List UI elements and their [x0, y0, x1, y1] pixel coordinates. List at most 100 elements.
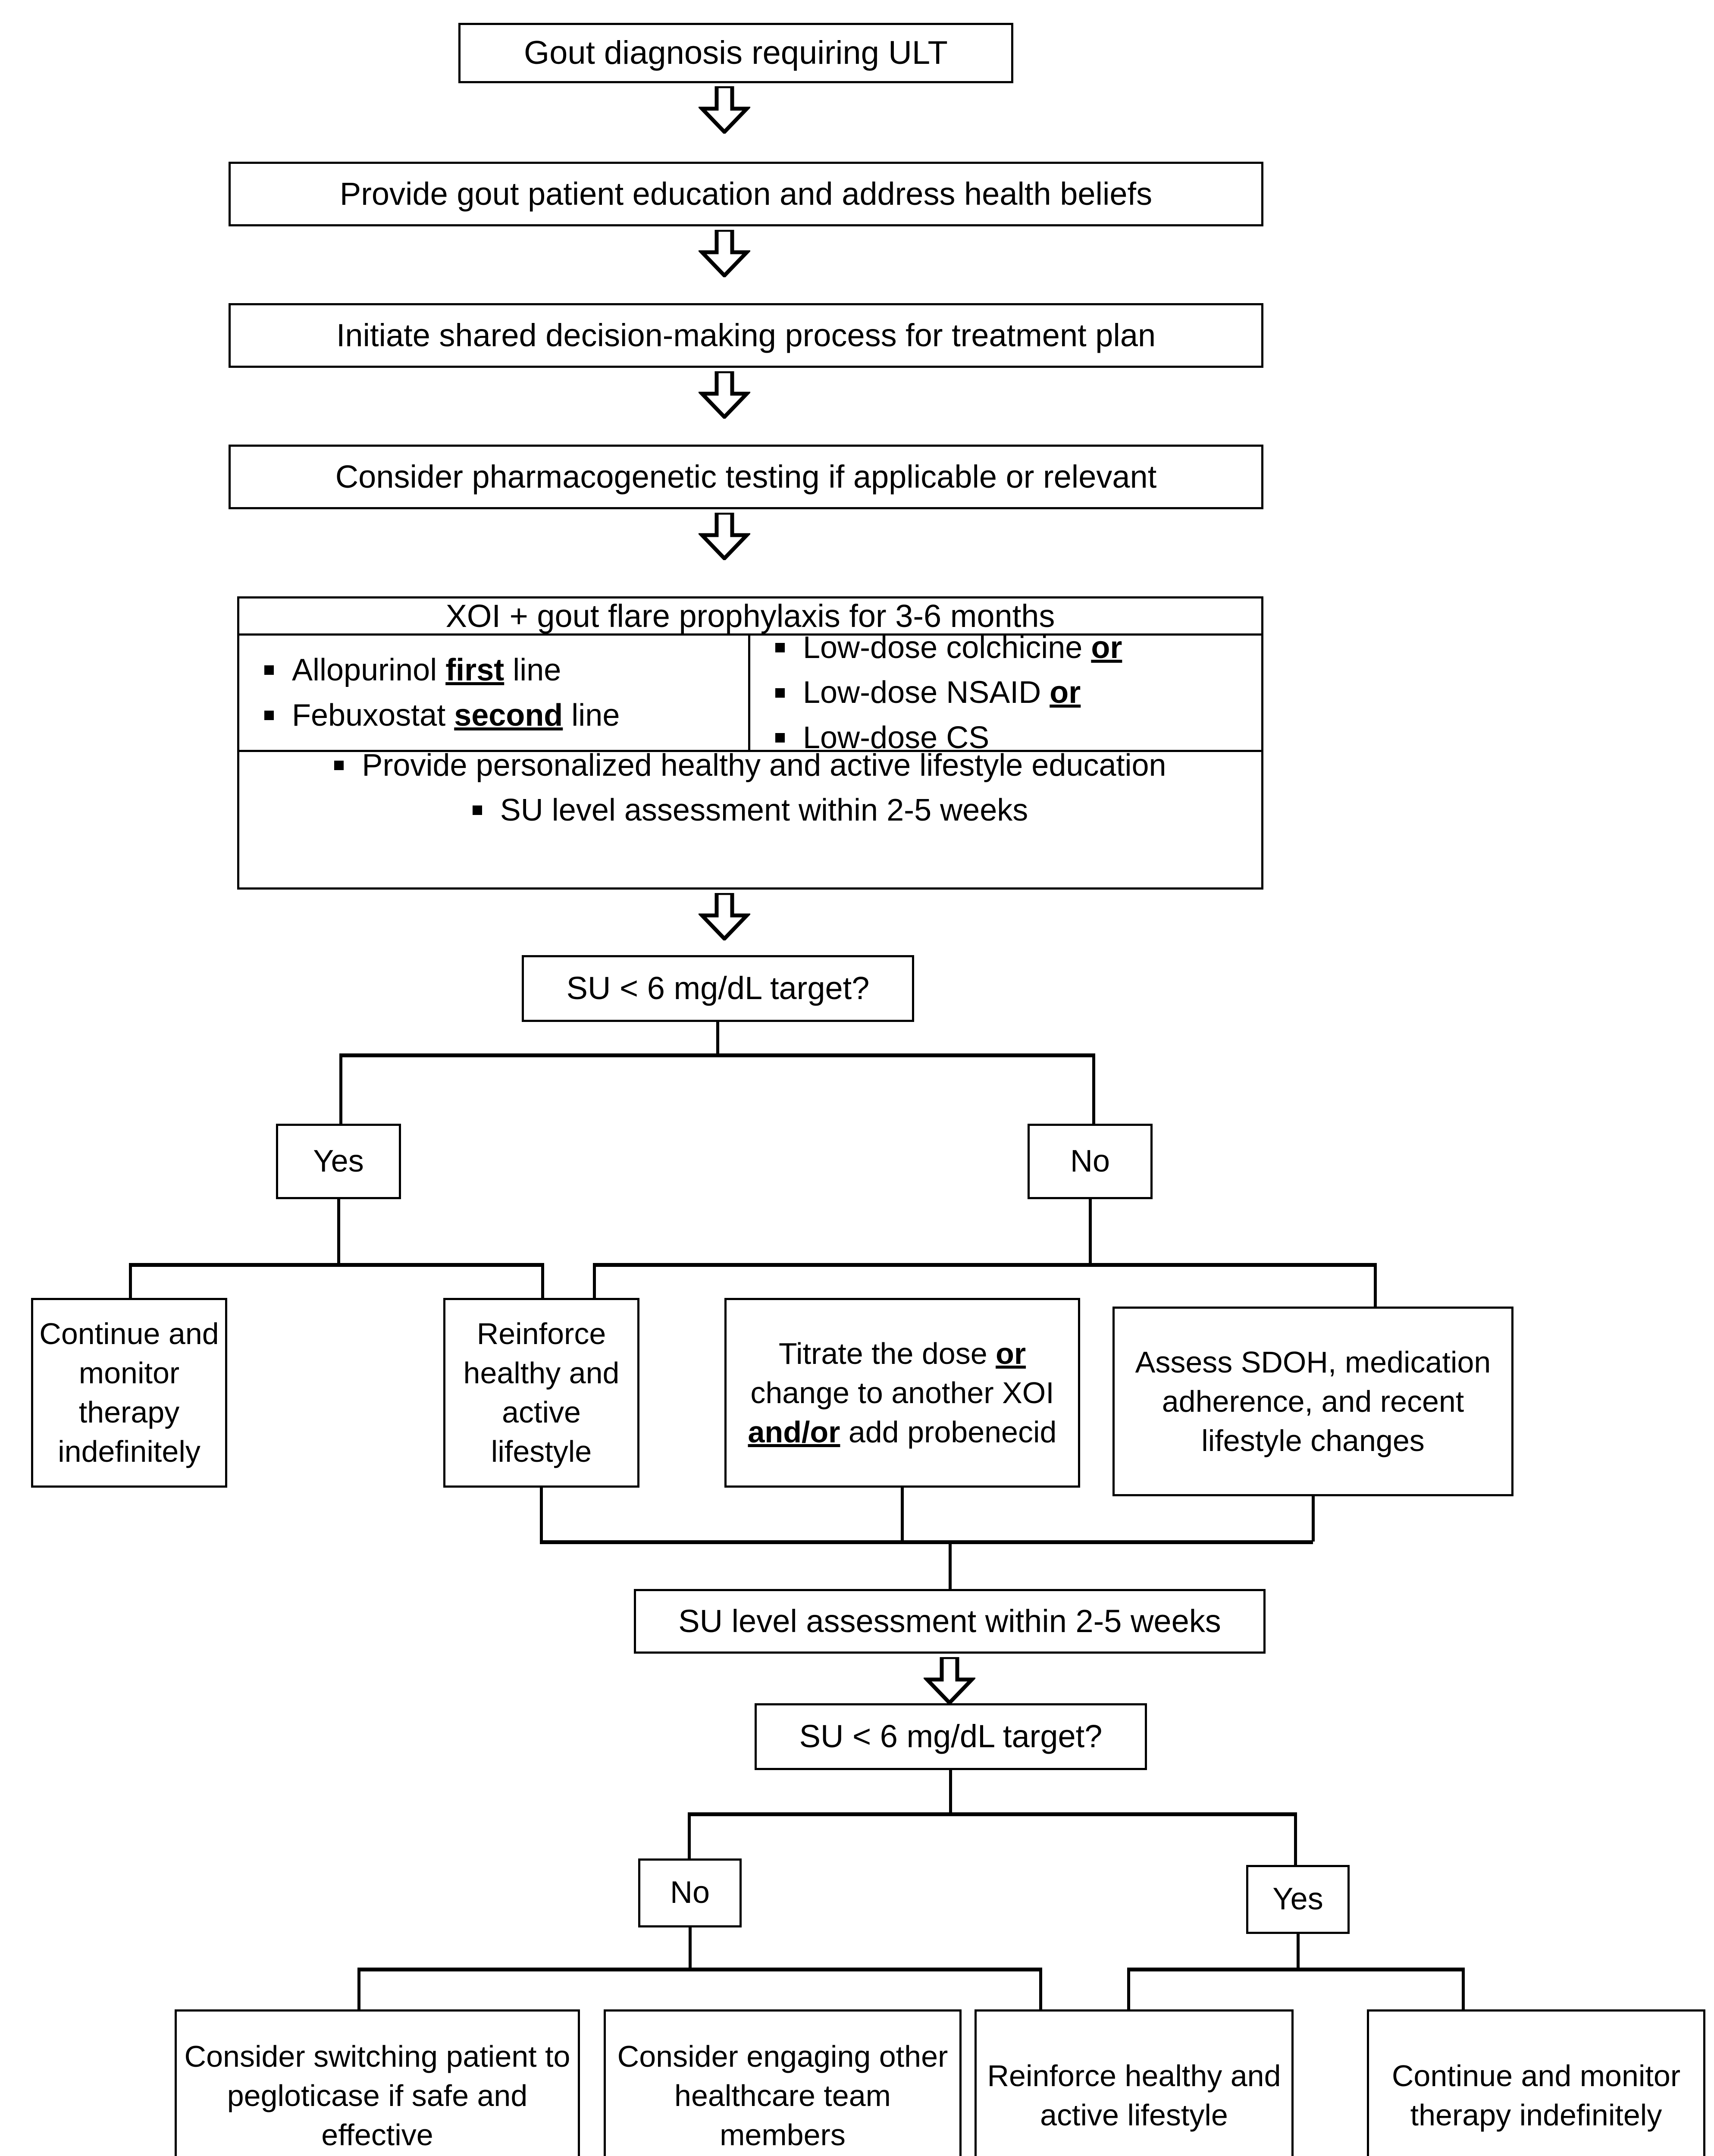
node-yes-1-label: Yes	[313, 1144, 364, 1178]
node-shared-decision: Initiate shared decision-making process …	[229, 303, 1263, 368]
connector-decision1-stem	[716, 1022, 719, 1054]
xoi-right-0-pre: Low-dose colchicine	[803, 630, 1091, 665]
node-pharmacogenetic-testing: Consider pharmacogenetic testing if appl…	[229, 445, 1263, 509]
node-pharmacogenetic-testing-label: Consider pharmacogenetic testing if appl…	[335, 458, 1157, 495]
node-xoi-prophylaxis: XOI + gout flare prophylaxis for 3-6 mon…	[237, 596, 1263, 890]
xoi-footer-0: Provide personalized healthy and active …	[362, 748, 1166, 783]
node-reinforce-lifestyle-1-label: Reinforce healthy and active lifestyle	[463, 1317, 620, 1468]
node-consider-pegloticase-label: Consider switching patient to pegloticas…	[184, 2039, 570, 2152]
xoi-left-0-post: line	[504, 653, 561, 688]
xoi-left-1-bold: second	[454, 698, 563, 733]
list-item: Low-dose colchicine or	[775, 625, 1261, 670]
arrow-down-2	[699, 230, 750, 277]
arrow-down-6	[924, 1657, 975, 1705]
list-item: SU level assessment within 2-5 weeks	[472, 788, 1028, 833]
node-continue-monitor-1: Continue and monitor therapy indefinitel…	[31, 1298, 227, 1488]
connector-decision1-bar	[341, 1053, 1095, 1057]
list-item: Febuxostat second line	[264, 693, 748, 738]
bullet-square-icon	[334, 760, 344, 770]
xoi-footer-1: SU level assessment within 2-5 weeks	[500, 793, 1028, 827]
arrow-down-5	[699, 893, 750, 940]
connector-yes1-bar	[130, 1263, 544, 1267]
connector-no1-left-drop	[593, 1263, 596, 1317]
connector-merge-bar	[540, 1540, 1313, 1544]
connector-decision2-left-drop	[688, 1812, 691, 1860]
connector-no1-right-drop	[1374, 1263, 1377, 1317]
node-decision-su-target-1: SU < 6 mg/dL target?	[522, 955, 914, 1022]
connector-decision1-right-drop	[1092, 1053, 1095, 1125]
titrate-b2: and/or	[748, 1415, 840, 1449]
bullet-square-icon	[775, 688, 785, 698]
bullet-square-icon	[775, 643, 785, 653]
xoi-footer: Provide personalized healthy and active …	[239, 748, 1261, 827]
node-consider-pegloticase: Consider switching patient to pegloticas…	[175, 2009, 580, 2156]
bullet-square-icon	[264, 710, 274, 720]
xoi-header: XOI + gout flare prophylaxis for 3-6 mon…	[239, 598, 1261, 636]
connector-no1-bar	[594, 1263, 1377, 1267]
xoi-left-0-bold: first	[445, 653, 504, 688]
titrate-pre: Titrate the dose	[778, 1336, 996, 1370]
node-continue-monitor-2: Continue and monitor therapy indefinitel…	[1367, 2009, 1705, 2156]
xoi-left-1-pre: Febuxostat	[292, 698, 454, 733]
connector-merge-stem	[949, 1540, 952, 1590]
connector-yes1-right-drop	[541, 1263, 544, 1317]
node-patient-education-label: Provide gout patient education and addre…	[339, 175, 1153, 212]
node-no-1-label: No	[1070, 1144, 1110, 1178]
node-titrate-dose: Titrate the dose or change to another XO…	[724, 1298, 1080, 1488]
arrow-down-1	[699, 86, 750, 134]
xoi-column-drugs: Allopurinol first line Febuxostat second…	[239, 636, 750, 750]
node-reinforce-lifestyle-1: Reinforce healthy and active lifestyle	[443, 1298, 639, 1488]
xoi-left-1-post: line	[563, 698, 620, 733]
list-item: Provide personalized healthy and active …	[334, 743, 1166, 788]
connector-decision1-left-drop	[339, 1053, 342, 1125]
xoi-column-prophylaxis: Low-dose colchicine or Low-dose NSAID or…	[750, 630, 1261, 755]
node-decision-su-target-2: SU < 6 mg/dL target?	[755, 1703, 1147, 1770]
xoi-right-1-pre: Low-dose NSAID	[803, 675, 1050, 710]
node-yes-1: Yes	[276, 1124, 401, 1199]
xoi-header-label: XOI + gout flare prophylaxis for 3-6 mon…	[445, 598, 1055, 634]
node-su-reassessment: SU level assessment within 2-5 weeks	[634, 1589, 1266, 1654]
node-no-2: No	[638, 1858, 742, 1927]
node-patient-education: Provide gout patient education and addre…	[229, 162, 1263, 226]
connector-no2-right-drop	[1039, 1968, 1042, 2013]
arrow-down-3	[699, 371, 750, 419]
node-su-reassessment-label: SU level assessment within 2-5 weeks	[678, 1603, 1221, 1639]
xoi-right-0-bold: or	[1091, 630, 1122, 665]
node-assess-sdoh: Assess SDOH, medication adherence, and r…	[1112, 1307, 1513, 1496]
connector-titrate-down	[901, 1488, 904, 1542]
node-engage-team: Consider engaging other healthcare team …	[604, 2009, 962, 2156]
bullet-square-icon	[264, 665, 274, 675]
node-assess-sdoh-label: Assess SDOH, medication adherence, and r…	[1135, 1345, 1491, 1457]
connector-decision2-right-drop	[1294, 1812, 1297, 1866]
connector-no1-stem	[1089, 1199, 1092, 1264]
connector-yes1-left-drop	[129, 1263, 132, 1317]
bullet-square-icon	[472, 805, 482, 815]
node-no-2-label: No	[670, 1875, 710, 1910]
node-continue-monitor-1-label: Continue and monitor therapy indefinitel…	[39, 1317, 219, 1468]
connector-no2-stem	[689, 1927, 692, 1968]
node-decision-su-target-2-label: SU < 6 mg/dL target?	[799, 1718, 1103, 1755]
xoi-right-2-pre: Low-dose CS	[803, 720, 990, 755]
node-reinforce-lifestyle-2-label: Reinforce healthy and active lifestyle	[987, 2059, 1281, 2132]
connector-reinforce1-down	[540, 1488, 543, 1542]
connector-yes2-left-drop	[1127, 1968, 1130, 2013]
node-start: Gout diagnosis requiring ULT	[458, 23, 1013, 83]
list-item: Allopurinol first line	[264, 648, 748, 693]
connector-sdoh-down	[1312, 1496, 1315, 1542]
xoi-two-column: Allopurinol first line Febuxostat second…	[239, 630, 1261, 755]
node-shared-decision-label: Initiate shared decision-making process …	[336, 317, 1156, 353]
arrow-down-4	[699, 513, 750, 560]
connector-no2-left-drop	[357, 1968, 360, 2013]
node-continue-monitor-2-label: Continue and monitor therapy indefinitel…	[1391, 2059, 1681, 2132]
connector-decision2-bar	[689, 1812, 1297, 1816]
connector-yes2-bar	[1128, 1968, 1465, 1971]
titrate-b1: or	[996, 1336, 1026, 1370]
xoi-left-0-pre: Allopurinol	[292, 653, 446, 688]
node-start-label: Gout diagnosis requiring ULT	[524, 34, 948, 71]
connector-yes2-right-drop	[1462, 1968, 1465, 2013]
bullet-square-icon	[775, 733, 785, 743]
connector-decision2-stem	[949, 1770, 952, 1813]
node-no-1: No	[1028, 1124, 1153, 1199]
node-yes-2: Yes	[1246, 1865, 1350, 1934]
